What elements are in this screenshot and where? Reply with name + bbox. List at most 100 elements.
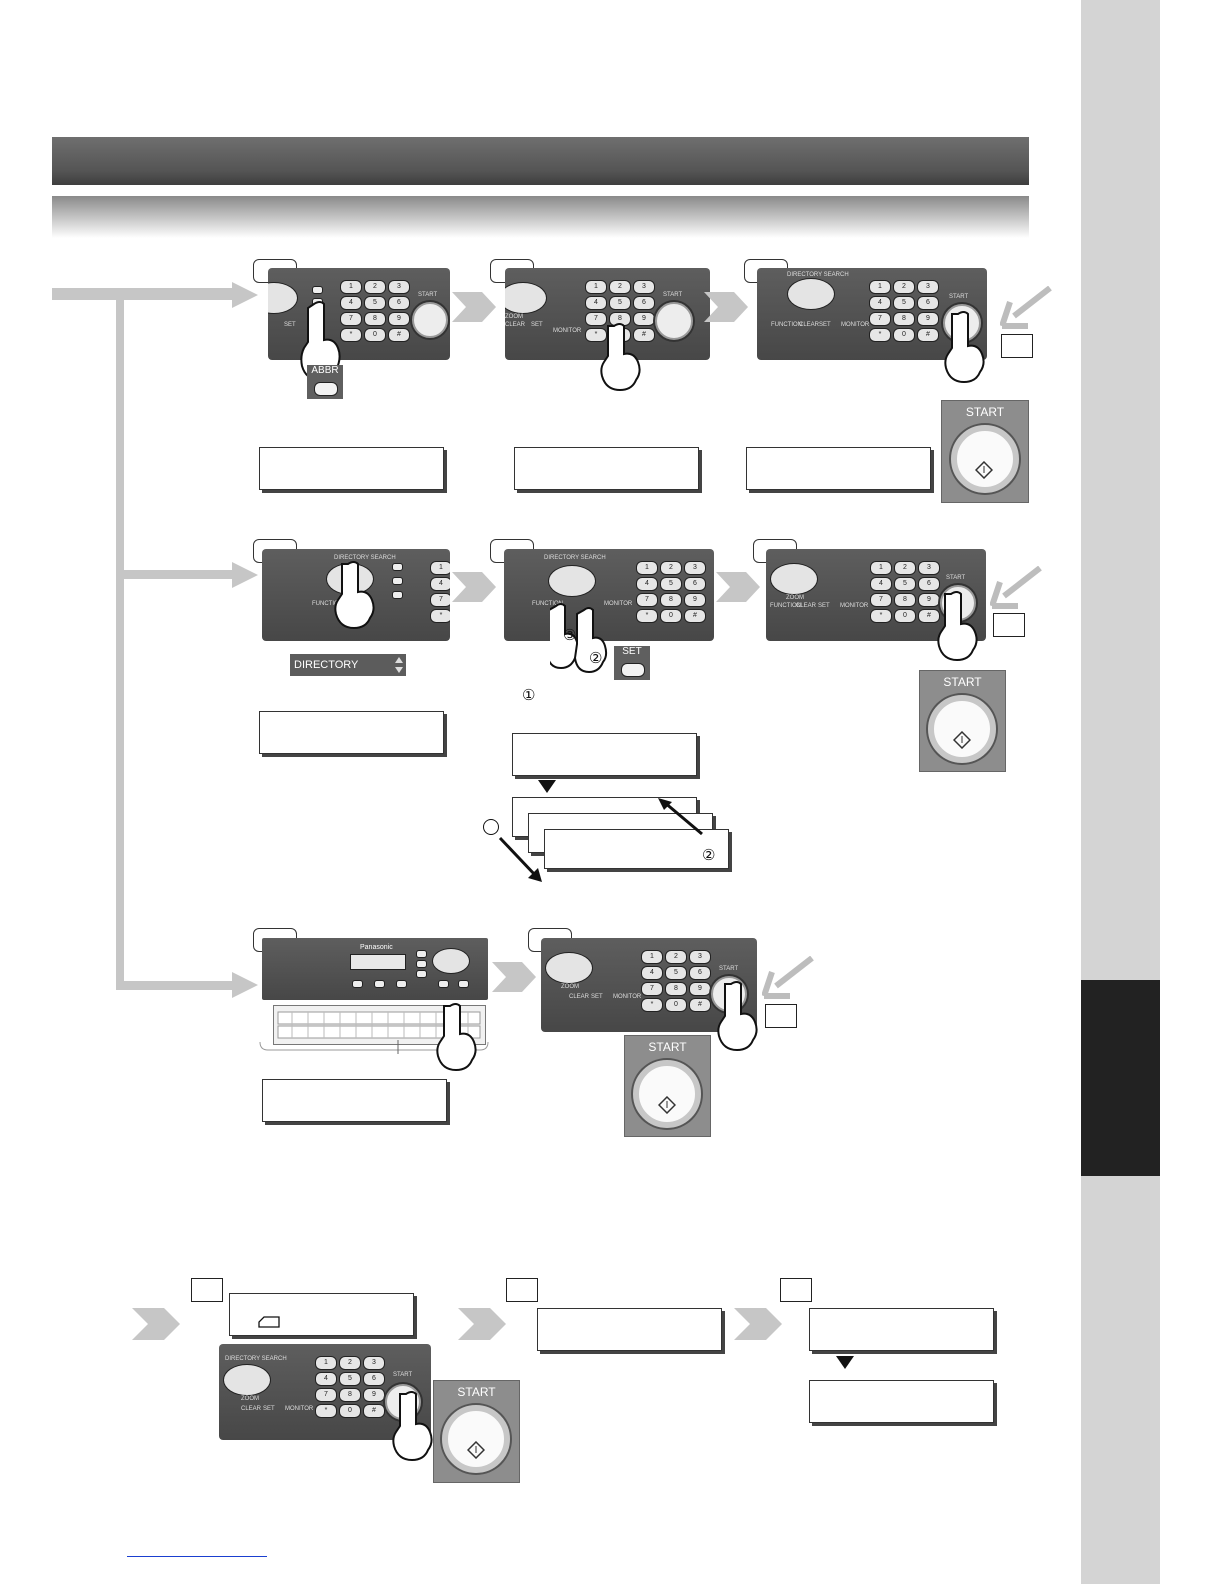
key-star[interactable]: * xyxy=(585,328,607,342)
key-1[interactable]: 1 xyxy=(636,561,658,575)
key-2[interactable]: 2 xyxy=(609,280,631,294)
key-star[interactable]: * xyxy=(869,328,891,342)
key-5[interactable]: 5 xyxy=(339,1372,361,1386)
key-1[interactable]: 1 xyxy=(870,561,892,575)
key-4[interactable]: 4 xyxy=(636,577,658,591)
key-hash[interactable]: # xyxy=(363,1404,385,1418)
key-8[interactable]: 8 xyxy=(665,982,687,996)
key-1[interactable]: 1 xyxy=(315,1356,337,1370)
key-0[interactable]: 0 xyxy=(364,328,386,342)
key-2[interactable]: 2 xyxy=(894,561,916,575)
key-hash[interactable]: # xyxy=(684,609,706,623)
key-8[interactable]: 8 xyxy=(660,593,682,607)
key-2[interactable]: 2 xyxy=(893,280,915,294)
key-5[interactable]: 5 xyxy=(660,577,682,591)
key-5[interactable]: 5 xyxy=(893,296,915,310)
key-hash[interactable]: # xyxy=(633,328,655,342)
key-1[interactable]: 1 xyxy=(869,280,891,294)
key-3[interactable]: 3 xyxy=(363,1356,385,1370)
key-6[interactable]: 6 xyxy=(689,966,711,980)
key-6[interactable]: 6 xyxy=(633,296,655,310)
key-8[interactable]: 8 xyxy=(893,312,915,326)
footer-link-underline[interactable] xyxy=(127,1556,267,1557)
key[interactable] xyxy=(438,980,449,988)
key-3[interactable]: 3 xyxy=(689,950,711,964)
key-4[interactable]: 4 xyxy=(641,966,663,980)
key-8[interactable]: 8 xyxy=(364,312,386,326)
start-button[interactable] xyxy=(655,302,693,340)
key-star[interactable]: * xyxy=(870,609,892,623)
key-3[interactable]: 3 xyxy=(633,280,655,294)
key-3[interactable]: 3 xyxy=(684,561,706,575)
key-6[interactable]: 6 xyxy=(684,577,706,591)
key-9[interactable]: 9 xyxy=(918,593,940,607)
key-star[interactable]: * xyxy=(430,609,450,623)
key-star[interactable]: * xyxy=(641,998,663,1012)
key-6[interactable]: 6 xyxy=(363,1372,385,1386)
start-button[interactable] xyxy=(412,302,448,338)
key-star[interactable]: * xyxy=(315,1404,337,1418)
key-star[interactable]: * xyxy=(636,609,658,623)
key-9[interactable]: 9 xyxy=(388,312,410,326)
key-7[interactable]: 7 xyxy=(585,312,607,326)
key-4[interactable]: 4 xyxy=(870,577,892,591)
key-2[interactable]: 2 xyxy=(339,1356,361,1370)
key-7[interactable]: 7 xyxy=(870,593,892,607)
key-2[interactable]: 2 xyxy=(660,561,682,575)
key[interactable] xyxy=(352,980,363,988)
key-9[interactable]: 9 xyxy=(684,593,706,607)
key[interactable] xyxy=(416,960,427,968)
key-3[interactable]: 3 xyxy=(918,561,940,575)
key-hash[interactable]: # xyxy=(388,328,410,342)
key-4[interactable]: 4 xyxy=(340,296,362,310)
key-1[interactable]: 1 xyxy=(641,950,663,964)
key-7[interactable]: 7 xyxy=(340,312,362,326)
key[interactable] xyxy=(416,950,427,958)
key-5[interactable]: 5 xyxy=(609,296,631,310)
key-0[interactable]: 0 xyxy=(894,609,916,623)
key-0[interactable]: 0 xyxy=(660,609,682,623)
key-6[interactable]: 6 xyxy=(918,577,940,591)
key-7[interactable]: 7 xyxy=(641,982,663,996)
key[interactable] xyxy=(416,970,427,978)
key-3[interactable]: 3 xyxy=(917,280,939,294)
key-9[interactable]: 9 xyxy=(363,1388,385,1402)
key-0[interactable]: 0 xyxy=(893,328,915,342)
key-4[interactable]: 4 xyxy=(585,296,607,310)
key-5[interactable]: 5 xyxy=(665,966,687,980)
key-7[interactable]: 7 xyxy=(869,312,891,326)
key[interactable] xyxy=(392,577,403,585)
key-8[interactable]: 8 xyxy=(894,593,916,607)
key-7[interactable]: 7 xyxy=(315,1388,337,1402)
key-1[interactable]: 1 xyxy=(340,280,362,294)
key-1[interactable]: 1 xyxy=(430,561,450,575)
key-9[interactable]: 9 xyxy=(689,982,711,996)
key-5[interactable]: 5 xyxy=(364,296,386,310)
key-4[interactable]: 4 xyxy=(430,577,450,591)
key[interactable] xyxy=(392,563,403,571)
key-4[interactable]: 4 xyxy=(869,296,891,310)
key-2[interactable]: 2 xyxy=(665,950,687,964)
key[interactable] xyxy=(392,591,403,599)
key-4[interactable]: 4 xyxy=(315,1372,337,1386)
key-hash[interactable]: # xyxy=(917,328,939,342)
key-1[interactable]: 1 xyxy=(585,280,607,294)
key-9[interactable]: 9 xyxy=(917,312,939,326)
key-6[interactable]: 6 xyxy=(917,296,939,310)
key-3[interactable]: 3 xyxy=(388,280,410,294)
key-8[interactable]: 8 xyxy=(339,1388,361,1402)
key-7[interactable]: 7 xyxy=(430,593,450,607)
key-6[interactable]: 6 xyxy=(388,296,410,310)
key-0[interactable]: 0 xyxy=(339,1404,361,1418)
key[interactable] xyxy=(374,980,385,988)
key-9[interactable]: 9 xyxy=(633,312,655,326)
key-hash[interactable]: # xyxy=(918,609,940,623)
key-5[interactable]: 5 xyxy=(894,577,916,591)
key-7[interactable]: 7 xyxy=(636,593,658,607)
key-0[interactable]: 0 xyxy=(665,998,687,1012)
key[interactable] xyxy=(396,980,407,988)
key-star[interactable]: * xyxy=(340,328,362,342)
key-2[interactable]: 2 xyxy=(364,280,386,294)
abbr-key[interactable] xyxy=(312,286,323,294)
key-hash[interactable]: # xyxy=(689,998,711,1012)
